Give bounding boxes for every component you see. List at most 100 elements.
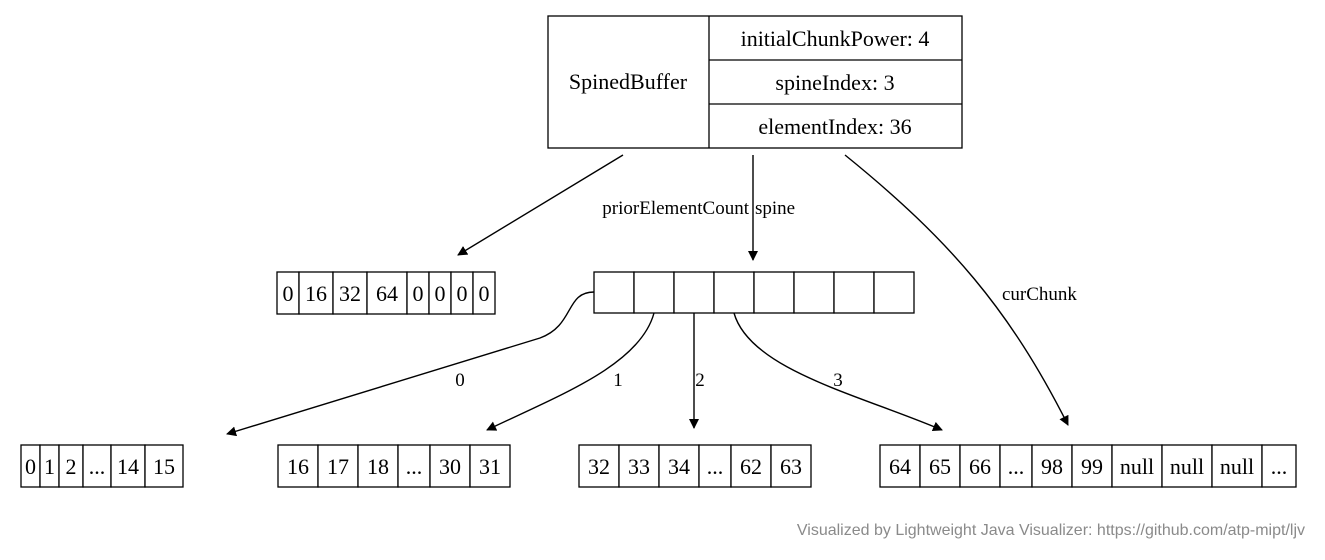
array-cell-value: 99 (1081, 454, 1103, 479)
edges (226, 154, 1069, 437)
array-cell: 32 (578, 444, 620, 488)
array-cell-box (1261, 444, 1297, 488)
array-cell-box (698, 444, 732, 488)
label-chunk-3: 3 (833, 370, 843, 391)
array-cell-value: 17 (327, 454, 349, 479)
spined-buffer-title: SpinedBuffer (569, 69, 688, 94)
array-cell: 64 (366, 271, 408, 315)
array-cell: 14 (110, 444, 146, 488)
array-cell-value: 14 (117, 454, 139, 479)
array-cell: null (1111, 444, 1163, 488)
array-cell-box (277, 444, 319, 488)
array-cell: null (1161, 444, 1213, 488)
edge-chunk-3 (733, 312, 943, 432)
array-cell: 16 (277, 444, 319, 488)
array-cell-box (833, 271, 875, 314)
array-cell-value: ... (1008, 454, 1025, 479)
array-cell-box (1211, 444, 1263, 488)
array-cell-box (873, 271, 915, 314)
spine-array (593, 271, 915, 314)
label-chunk-2: 2 (695, 370, 705, 391)
array-cell-value: 31 (479, 454, 501, 479)
array-cell-value: 16 (305, 281, 327, 306)
array-cell-box (332, 271, 368, 315)
array-cell-value: 1 (44, 454, 55, 479)
field-initial-chunk-power: initialChunkPower: 4 (741, 26, 930, 51)
array-cell: 98 (1031, 444, 1073, 488)
array-cell (673, 271, 715, 314)
array-cell-value: 66 (969, 454, 991, 479)
array-cell-value: 16 (287, 454, 309, 479)
array-cell-value: ... (1271, 454, 1288, 479)
array-cell-box (472, 271, 496, 315)
array-cell-value: 15 (153, 454, 175, 479)
array-cell-value: 0 (25, 454, 36, 479)
array-cell: 63 (770, 444, 812, 488)
array-cell: 62 (730, 444, 772, 488)
array-cell-value: null (1170, 454, 1204, 479)
array-cell: ... (999, 444, 1033, 488)
label-chunk-1: 1 (613, 370, 623, 391)
array-cell-value: 18 (367, 454, 389, 479)
array-cell-value: 64 (376, 281, 398, 306)
array-cell: 0 (450, 271, 474, 315)
array-cell-box (144, 444, 184, 488)
array-cell (593, 271, 635, 314)
array-cell-value: 0 (413, 281, 424, 306)
label-cur-chunk: curChunk (1002, 284, 1077, 305)
array-cell: 0 (20, 444, 41, 488)
array-cell (873, 271, 915, 314)
array-cell-box (959, 444, 1001, 488)
array-cell: ... (397, 444, 431, 488)
array-cell-box (1071, 444, 1113, 488)
array-cell-box (919, 444, 961, 488)
array-cell-box (317, 444, 359, 488)
array-cell: 64 (879, 444, 921, 488)
field-element-index: elementIndex: 36 (758, 114, 911, 139)
edge-prior-element-count (457, 154, 624, 256)
array-cell: 18 (357, 444, 399, 488)
array-cell-box (110, 444, 146, 488)
array-cell: 0 (406, 271, 430, 315)
array-cell-box (730, 444, 772, 488)
array-cell (633, 271, 675, 314)
array-cell-box (753, 271, 795, 314)
array-cell-box (298, 271, 334, 315)
array-cell-value: ... (89, 454, 106, 479)
spined-buffer-node: SpinedBuffer initialChunkPower: 4 spineI… (547, 15, 963, 149)
array-cell: 0 (276, 271, 300, 315)
array-cell (713, 271, 755, 314)
array-cell: 33 (618, 444, 660, 488)
array-cell-box (58, 444, 84, 488)
array-cell: 66 (959, 444, 1001, 488)
array-cell-box (366, 271, 408, 315)
array-cell: null (1211, 444, 1263, 488)
footer-credit: Visualized by Lightweight Java Visualize… (796, 522, 1305, 539)
array-cell: 32 (332, 271, 368, 315)
array-cell (753, 271, 795, 314)
array-cell-value: 33 (628, 454, 650, 479)
array-cell-value: 32 (588, 454, 610, 479)
array-cell-value: 0 (283, 281, 294, 306)
field-spine-index: spineIndex: 3 (775, 70, 894, 95)
array-cell-value: null (1120, 454, 1154, 479)
array-cell-value: ... (707, 454, 724, 479)
label-prior-element-count: priorElementCount (602, 198, 749, 219)
array-cell-box (593, 271, 635, 314)
array-cell-value: 98 (1041, 454, 1063, 479)
edge-chunk-0 (226, 291, 595, 437)
spined-buffer-frame (547, 15, 963, 149)
label-spine: spine (755, 198, 795, 219)
array-cell: 99 (1071, 444, 1113, 488)
array-cell-box (429, 444, 471, 488)
edge-chunk-1 (486, 312, 655, 431)
array-cell-value: 62 (740, 454, 762, 479)
array-cell-value: 32 (339, 281, 361, 306)
array-cell-box (658, 444, 700, 488)
